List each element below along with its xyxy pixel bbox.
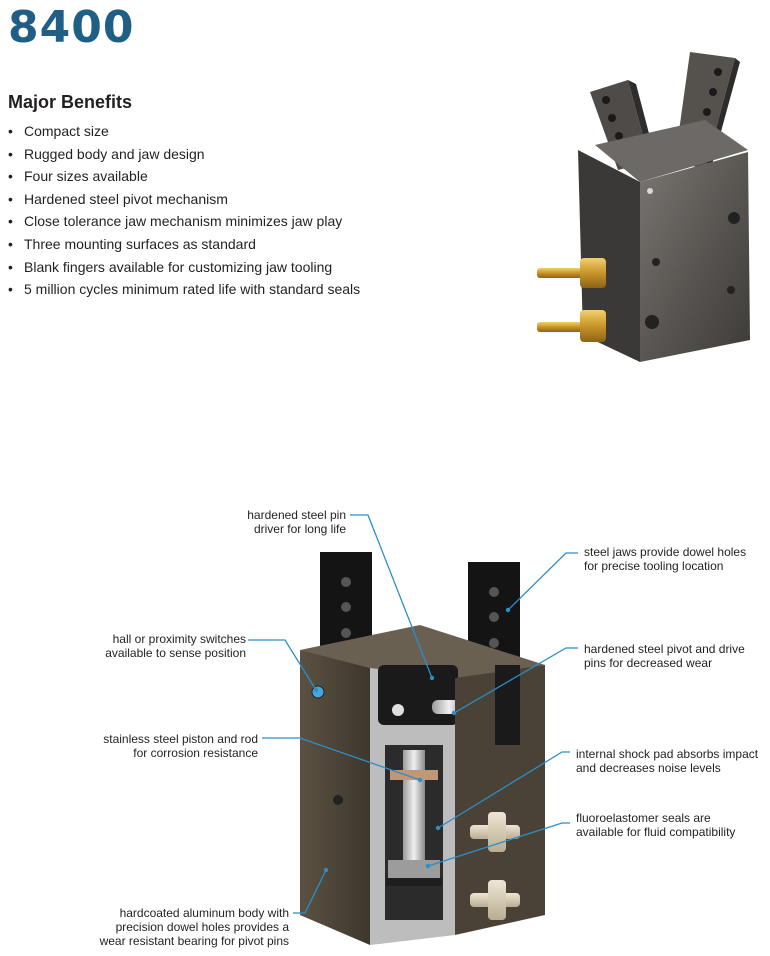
benefit-item: Compact size (8, 120, 360, 143)
callout-line: pins for decreased wear (584, 656, 713, 670)
callout-line: hall or proximity switches (112, 632, 246, 646)
callout-line: stainless steel piston and rod (103, 732, 258, 746)
callout-shock-pad: internal shock pad absorbs impact and de… (576, 747, 758, 775)
leader-dots (313, 607, 511, 873)
callout-steel-jaws: steel jaws provide dowel holes for preci… (584, 545, 746, 573)
callout-line: precision dowel holes provides a (115, 920, 289, 934)
callout-line: hardened steel pin (247, 508, 346, 522)
benefits-heading: Major Benefits (8, 92, 133, 112)
gripper-photo (537, 52, 750, 362)
callout-line: hardcoated aluminum body with (119, 906, 289, 920)
callout-line: hardened steel pivot and drive (584, 642, 745, 656)
callout-line: and decreases noise levels (576, 761, 721, 775)
callout-line: for corrosion resistance (133, 746, 258, 760)
callout-pivot-pins: hardened steel pivot and drive pins for … (584, 642, 745, 670)
callout-line: internal shock pad absorbs impact (576, 747, 759, 761)
callout-seals: fluoroelastomer seals are available for … (576, 811, 735, 839)
benefit-item: Three mounting surfaces as standard (8, 233, 360, 256)
callout-pin-driver: hardened steel pin driver for long life (214, 508, 346, 536)
callout-line: wear resistant bearing for pivot pins (99, 934, 289, 948)
callout-line: fluoroelastomer seals are (576, 811, 711, 825)
callout-line: available to sense position (105, 646, 246, 660)
benefit-item: Hardened steel pivot mechanism (8, 188, 360, 211)
benefit-item: 5 million cycles minimum rated life with… (8, 278, 360, 301)
benefit-item: Blank fingers available for customizing … (8, 256, 360, 279)
callout-line: driver for long life (253, 522, 346, 536)
benefit-item: Close tolerance jaw mechanism minimizes … (8, 210, 360, 233)
leader-lines (248, 514, 578, 914)
callout-line: steel jaws provide dowel holes (584, 545, 747, 559)
callout-line: available for fluid compatibility (576, 825, 736, 839)
model-number: 8400 (8, 2, 135, 53)
benefit-item: Rugged body and jaw design (8, 143, 360, 166)
callout-piston: stainless steel piston and rod for corro… (90, 732, 258, 760)
benefit-item: Four sizes available (8, 165, 360, 188)
callout-body: hardcoated aluminum body with precision … (82, 906, 289, 948)
callout-switches: hall or proximity switches available to … (96, 632, 246, 660)
callout-line: for precise tooling location (584, 559, 724, 573)
benefits-list: Compact size Rugged body and jaw design … (8, 120, 360, 301)
cutaway-illustration (300, 552, 545, 945)
